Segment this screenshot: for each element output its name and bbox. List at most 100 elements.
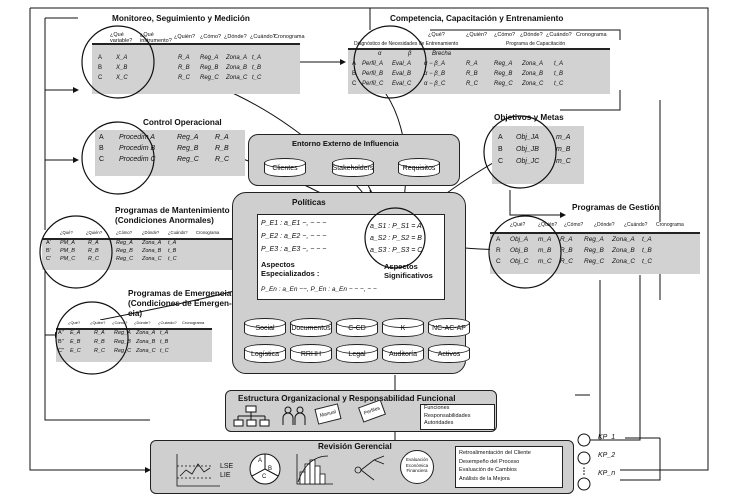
venn-c: C bbox=[262, 474, 267, 480]
table-cell: Reg_C bbox=[494, 81, 513, 87]
review-item-1: Retroalimentación del Cliente bbox=[459, 450, 531, 456]
venn-a: A bbox=[258, 458, 263, 464]
review-items-panel: Retroalimentación del Cliente Desempeño … bbox=[455, 446, 563, 488]
table-header: ¿Cuándo? bbox=[624, 222, 648, 228]
table-header: ¿Quién? bbox=[86, 230, 103, 235]
table-cell: E_C bbox=[70, 348, 81, 354]
clients-label: Clientes bbox=[272, 165, 298, 172]
table-cell: C bbox=[352, 81, 357, 87]
competence-table: ¿Qué? ¿Quién? ¿Cómo? ¿Dónde? ¿Cuándo? Cr… bbox=[348, 32, 610, 94]
kpi-1: KP_1 bbox=[598, 434, 616, 441]
table-header: ¿Quién? bbox=[538, 222, 558, 228]
table-cell: t_C bbox=[642, 258, 653, 265]
competence-title: Competencia, Capacitación y Entrenamient… bbox=[390, 14, 564, 23]
document-label: NC-AC-AP bbox=[432, 325, 466, 332]
table-cell: Reg_C bbox=[200, 75, 219, 81]
table-header: ¿Cuándo? bbox=[158, 320, 177, 325]
document-cylinder: NC-AC-AP bbox=[428, 318, 470, 340]
responsibilities-label: Responsabilidades bbox=[424, 412, 471, 419]
maintenance-title: Programas de Mantenimiento (Condiciones … bbox=[115, 206, 230, 226]
specialized-aspects-line2: Especializados : bbox=[261, 269, 320, 278]
table-cell: C'' bbox=[58, 348, 65, 354]
review-item-2: Desempeño del Proceso bbox=[459, 458, 520, 465]
document-label: RRHH bbox=[300, 351, 322, 358]
table-cell: Procedim B bbox=[119, 145, 156, 152]
table-cell: R_C bbox=[466, 81, 479, 87]
table-header: ¿Qué? bbox=[68, 320, 81, 325]
table-cell: Zona_A bbox=[142, 240, 162, 246]
table-cell: t_B bbox=[168, 248, 177, 254]
table-cell: Reg_A bbox=[494, 61, 513, 67]
table-cell: Reg_B bbox=[114, 339, 131, 345]
table-header: ¿Dónde? bbox=[594, 222, 615, 228]
table-cell: R_C bbox=[88, 256, 100, 262]
clients-cylinder: Clientes bbox=[264, 158, 306, 180]
significant-line-1: a_S1 : P_S1 = A bbox=[370, 223, 422, 230]
table-cell: Zona_C bbox=[522, 81, 544, 87]
table-cell: Reg_A bbox=[114, 330, 131, 336]
review-item-3: Evaluación de Cambios bbox=[459, 467, 517, 473]
table-cell: R bbox=[496, 247, 501, 254]
significant-line-3: a_S3 : P_S3 = C bbox=[370, 247, 423, 254]
table-header: ¿Cómo? bbox=[112, 320, 128, 325]
table-cell: R_C bbox=[94, 348, 106, 354]
table-cell: Zona_C bbox=[612, 258, 636, 265]
emergency-title-line3: cia) bbox=[128, 309, 143, 318]
competence-subheader-training: Programa de Capacitación bbox=[506, 41, 566, 47]
table-cell: m_B bbox=[556, 146, 571, 153]
table-cell: A' bbox=[46, 240, 51, 246]
table-cell: m_C bbox=[538, 258, 552, 265]
operational-control-title: Control Operacional bbox=[143, 118, 222, 127]
table-cell: m_C bbox=[556, 158, 571, 165]
table-header: ¿Dónde? bbox=[142, 230, 160, 235]
structure-title: Estructura Organizacional y Responsabili… bbox=[238, 394, 456, 403]
table-cell: R_C bbox=[215, 156, 230, 163]
table-cell: Reg_B bbox=[116, 248, 133, 254]
document-label: Legal bbox=[348, 351, 366, 358]
competence-header-schedule: Cronograma bbox=[576, 32, 607, 38]
document-cylinder: Logística bbox=[244, 344, 286, 366]
table-cell: R_B bbox=[178, 65, 190, 71]
table-cell: Reg_C bbox=[177, 156, 199, 163]
table-cell: A'' bbox=[58, 330, 64, 336]
significant-aspects-line2: Significativos bbox=[384, 271, 433, 280]
financial-evaluation-icon: Evaluación Económica Financiera bbox=[400, 450, 434, 484]
table-cell: B'' bbox=[58, 339, 64, 345]
review-item-4: Análisis de la Mejora bbox=[459, 475, 510, 482]
document-cylinder: Legal bbox=[336, 344, 378, 366]
table-cell: Reg_A bbox=[584, 236, 604, 243]
competence-header-who: ¿Quién? bbox=[466, 32, 488, 38]
table-header: ¿Cuándo? bbox=[168, 230, 188, 235]
table-cell: t_B bbox=[160, 339, 169, 345]
histogram-icon bbox=[296, 454, 333, 485]
table-cell: Reg_C bbox=[584, 258, 605, 265]
table-cell: Obj_JB bbox=[516, 146, 539, 153]
table-cell: Procedim C bbox=[119, 156, 156, 163]
table-cell: t_C bbox=[160, 348, 169, 354]
table-cell: t_B bbox=[252, 65, 262, 71]
table-header: ¿Qué? bbox=[60, 230, 73, 235]
table-row-a-label: A bbox=[98, 55, 103, 61]
table-header: Cronograma bbox=[182, 320, 205, 325]
table-cell: Zona_B bbox=[522, 71, 544, 77]
table-cell: X_B bbox=[116, 65, 128, 71]
table-row-c-label: C bbox=[98, 75, 103, 81]
objectives-title: Objetivos y Metas bbox=[494, 113, 564, 122]
monitoring-table: ¿Qué variable? ¿Qué instrumento? ¿Quién?… bbox=[92, 32, 305, 94]
table-cell: B bbox=[99, 145, 104, 152]
monitoring-header-when: ¿Cuándo? bbox=[250, 34, 276, 40]
policy-bottom-line: P_En : a_En −−, P_En : a_En − − −, − − bbox=[261, 286, 377, 293]
table-cell: Reg_B bbox=[200, 65, 219, 71]
table-cell: Procedim A bbox=[119, 134, 155, 141]
emergency-title-line2: (Condiciones de Emergen- bbox=[128, 299, 232, 308]
management-review-title: Revisión Gerencial bbox=[318, 442, 392, 451]
document-label: Auditoría bbox=[388, 351, 418, 358]
table-cell: E_B bbox=[70, 339, 81, 345]
table-cell: α − β_B bbox=[424, 71, 446, 77]
table-cell: Zona_B bbox=[612, 247, 635, 254]
table-cell: Reg_C bbox=[116, 256, 134, 262]
table-cell: Reg_B bbox=[494, 71, 513, 77]
table-cell: t_A bbox=[554, 61, 564, 67]
significant-line-2: a_S2 : P_S2 = B bbox=[370, 235, 422, 242]
